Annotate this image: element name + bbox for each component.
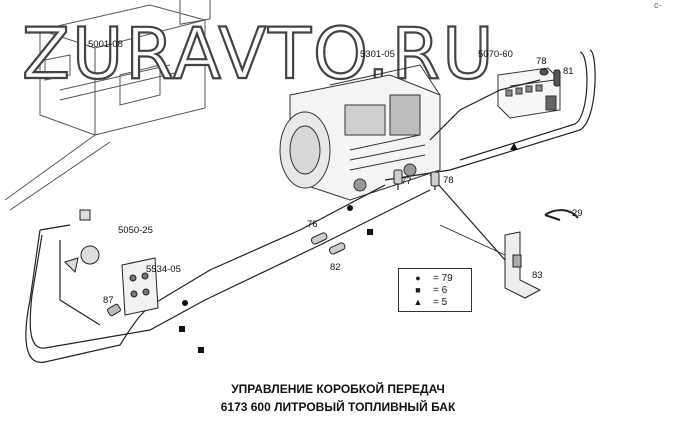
valve-block: [497, 67, 561, 119]
marker-circle: [182, 300, 188, 306]
bracket-83: [504, 231, 542, 299]
marker-square: [198, 347, 204, 353]
watermark-text: ZURAVTO.RU: [22, 13, 495, 95]
marker-square: [179, 326, 185, 332]
part-labels: 5001-08 5301-05 5070-60 78 81 77 78 29 7…: [88, 39, 583, 306]
circle-icon: ●: [415, 273, 421, 283]
label-78: 78: [536, 56, 547, 67]
couplings-76-82: [310, 232, 346, 255]
label-78-lower: 78: [443, 175, 454, 186]
triangle-icon: ▲: [413, 297, 423, 307]
label-29: 29: [572, 208, 583, 219]
clamp-29: [544, 209, 579, 221]
caption-line-1: УПРАВЛЕНИЕ КОРОБКОЙ ПЕРЕДАЧ: [231, 382, 445, 396]
legend-row-square: ■ = 6: [413, 284, 447, 296]
square-icon: ■: [415, 285, 421, 295]
legend-text: = 6: [433, 285, 448, 296]
marker-circle: [347, 205, 353, 211]
corner-mark: с-: [654, 0, 662, 10]
line-markers: [179, 143, 518, 353]
legend: ● = 79 ■ = 6 ▲ = 5: [398, 268, 472, 312]
label-5001-08: 5001-08: [88, 39, 123, 50]
label-87: 87: [103, 295, 114, 306]
leader-line: [439, 224, 506, 256]
label-5070-60: 5070-60: [478, 49, 513, 60]
label-77: 77: [401, 176, 412, 187]
legend-row-triangle: ▲ = 5: [413, 296, 448, 308]
label-5301-05: 5301-05: [360, 49, 395, 60]
legend-row-circle: ● = 79: [413, 272, 453, 284]
label-5534-05: 5534-05: [146, 264, 181, 275]
fittings-78-81: [539, 68, 561, 87]
gearbox: [279, 64, 441, 201]
block-5534-05: [121, 257, 159, 316]
caption-line-2: 6173 600 ЛИТРОВЫЙ ТОПЛИВНЫЙ БАК: [220, 400, 456, 414]
sensor-87: [107, 303, 121, 317]
label-82: 82: [330, 262, 341, 273]
label-76: 76: [307, 219, 318, 230]
marker-triangle: [510, 143, 518, 150]
label-5050-25: 5050-25: [118, 225, 153, 236]
label-83: 83: [532, 270, 543, 281]
valve-5050-25: [64, 209, 100, 274]
connectors-77-78: [393, 169, 440, 187]
frame-rail: [4, 0, 211, 211]
marker-square: [367, 229, 373, 235]
label-81: 81: [563, 66, 574, 77]
legend-text: = 79: [433, 273, 453, 284]
legend-text: = 5: [433, 297, 448, 308]
